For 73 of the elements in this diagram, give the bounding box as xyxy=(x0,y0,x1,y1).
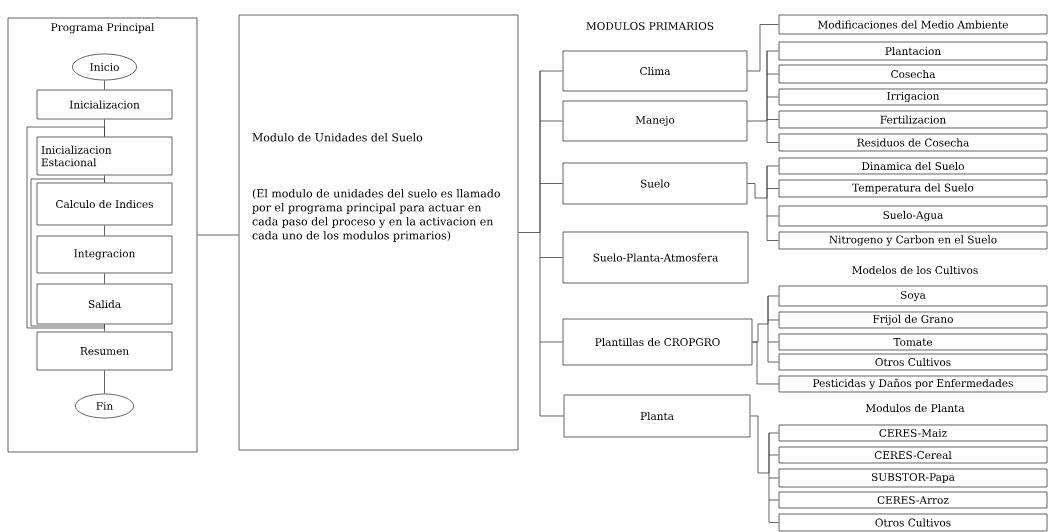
connector-line xyxy=(767,341,779,343)
connector-line xyxy=(752,341,779,385)
submodule-box: Soya xyxy=(778,285,1048,307)
module-box: Manejo xyxy=(562,100,748,142)
connector-line xyxy=(766,165,779,167)
connector-line xyxy=(539,415,564,417)
process-box: Integracion xyxy=(36,235,173,274)
connector-line xyxy=(767,295,779,297)
section-heading: Modelos de los Cultivos xyxy=(852,265,978,275)
connector-line xyxy=(747,24,779,72)
connector-line xyxy=(766,96,779,98)
connector-line xyxy=(766,142,779,143)
connector-line xyxy=(766,50,779,52)
submodule-box: Pesticidas y Daños por Enfermedades xyxy=(778,375,1048,393)
submodule-box: Modificaciones del Medio Ambiente xyxy=(778,14,1048,35)
connector-line xyxy=(539,183,563,184)
submodule-box: Nitrogeno y Carbon en el Suelo xyxy=(778,231,1048,250)
connector-trunk xyxy=(747,50,768,143)
module-box: Modulo de Unidades del Suelo (El modulo de unidades del suelo es llamado por el programa principal para actuar en cada paso del proceso y en la activacion en cada uno de los modulos primarios) xyxy=(238,14,519,451)
connector-line xyxy=(539,70,563,72)
connector-line xyxy=(104,273,105,284)
submodule-box: Dinamica del Suelo xyxy=(778,157,1048,175)
submodule-box: Otros Cultivos xyxy=(778,353,1048,371)
process-box: Inicializacion xyxy=(36,89,173,120)
connector-line xyxy=(768,522,779,523)
connector-line xyxy=(767,319,779,321)
connector-line xyxy=(766,73,779,75)
section-heading: Modulos de Planta xyxy=(865,403,965,413)
submodule-box: Plantacion xyxy=(778,41,1048,61)
connector-line xyxy=(767,361,779,363)
connector-line xyxy=(766,119,779,120)
process-box: Inicializacion Estacional xyxy=(36,136,173,176)
submodule-box: Otros Cultivos xyxy=(778,513,1048,532)
connector-trunk xyxy=(747,165,768,241)
section-heading: MODULOS PRIMARIOS xyxy=(586,22,714,30)
connector-line xyxy=(104,370,105,394)
process-box: Salida xyxy=(36,283,173,325)
connector-line xyxy=(539,120,563,122)
module-box: Clima xyxy=(562,50,748,92)
connector-line xyxy=(766,188,779,189)
connector-line xyxy=(768,454,779,456)
module-box: Plantillas de CROPGRO xyxy=(562,318,753,366)
submodule-box: SUBSTOR-Papa xyxy=(778,468,1048,488)
connector-line xyxy=(539,257,563,258)
submodule-box: CERES-Arroz xyxy=(778,491,1048,509)
submodule-box: Suelo-Agua xyxy=(778,205,1048,227)
module-box: Suelo xyxy=(562,162,748,205)
connector-trunk xyxy=(518,70,541,417)
process-box: Resumen xyxy=(36,331,173,371)
connector-line xyxy=(766,215,779,217)
submodule-box: CERES-Maiz xyxy=(778,424,1048,442)
submodule-box: Temperatura del Suelo xyxy=(778,179,1048,198)
connector-line xyxy=(104,80,105,90)
submodule-box: Cosecha xyxy=(778,64,1048,84)
submodule-box: Residuos de Cosecha xyxy=(778,133,1048,152)
submodule-box: Tomate xyxy=(778,333,1048,351)
module-box: Suelo-Planta-Atmosfera xyxy=(562,231,749,284)
connector-line xyxy=(539,341,563,343)
connector-line xyxy=(104,225,105,236)
connector-line xyxy=(768,499,779,501)
connector-line xyxy=(768,477,779,479)
connector-line xyxy=(766,240,779,241)
submodule-box: Irrigacion xyxy=(778,88,1048,106)
connector-line xyxy=(768,432,779,434)
connector-line xyxy=(197,234,239,236)
process-box: Calculo de Indices xyxy=(36,182,173,226)
module-box: Planta xyxy=(563,394,751,438)
submodule-box: CERES-Cereal xyxy=(778,446,1048,464)
connector-line xyxy=(30,178,105,327)
connector-line xyxy=(26,126,105,329)
submodule-box: Fertilizacion xyxy=(778,110,1048,129)
submodule-box: Frijol de Grano xyxy=(778,311,1048,329)
connector-trunk xyxy=(750,415,770,523)
